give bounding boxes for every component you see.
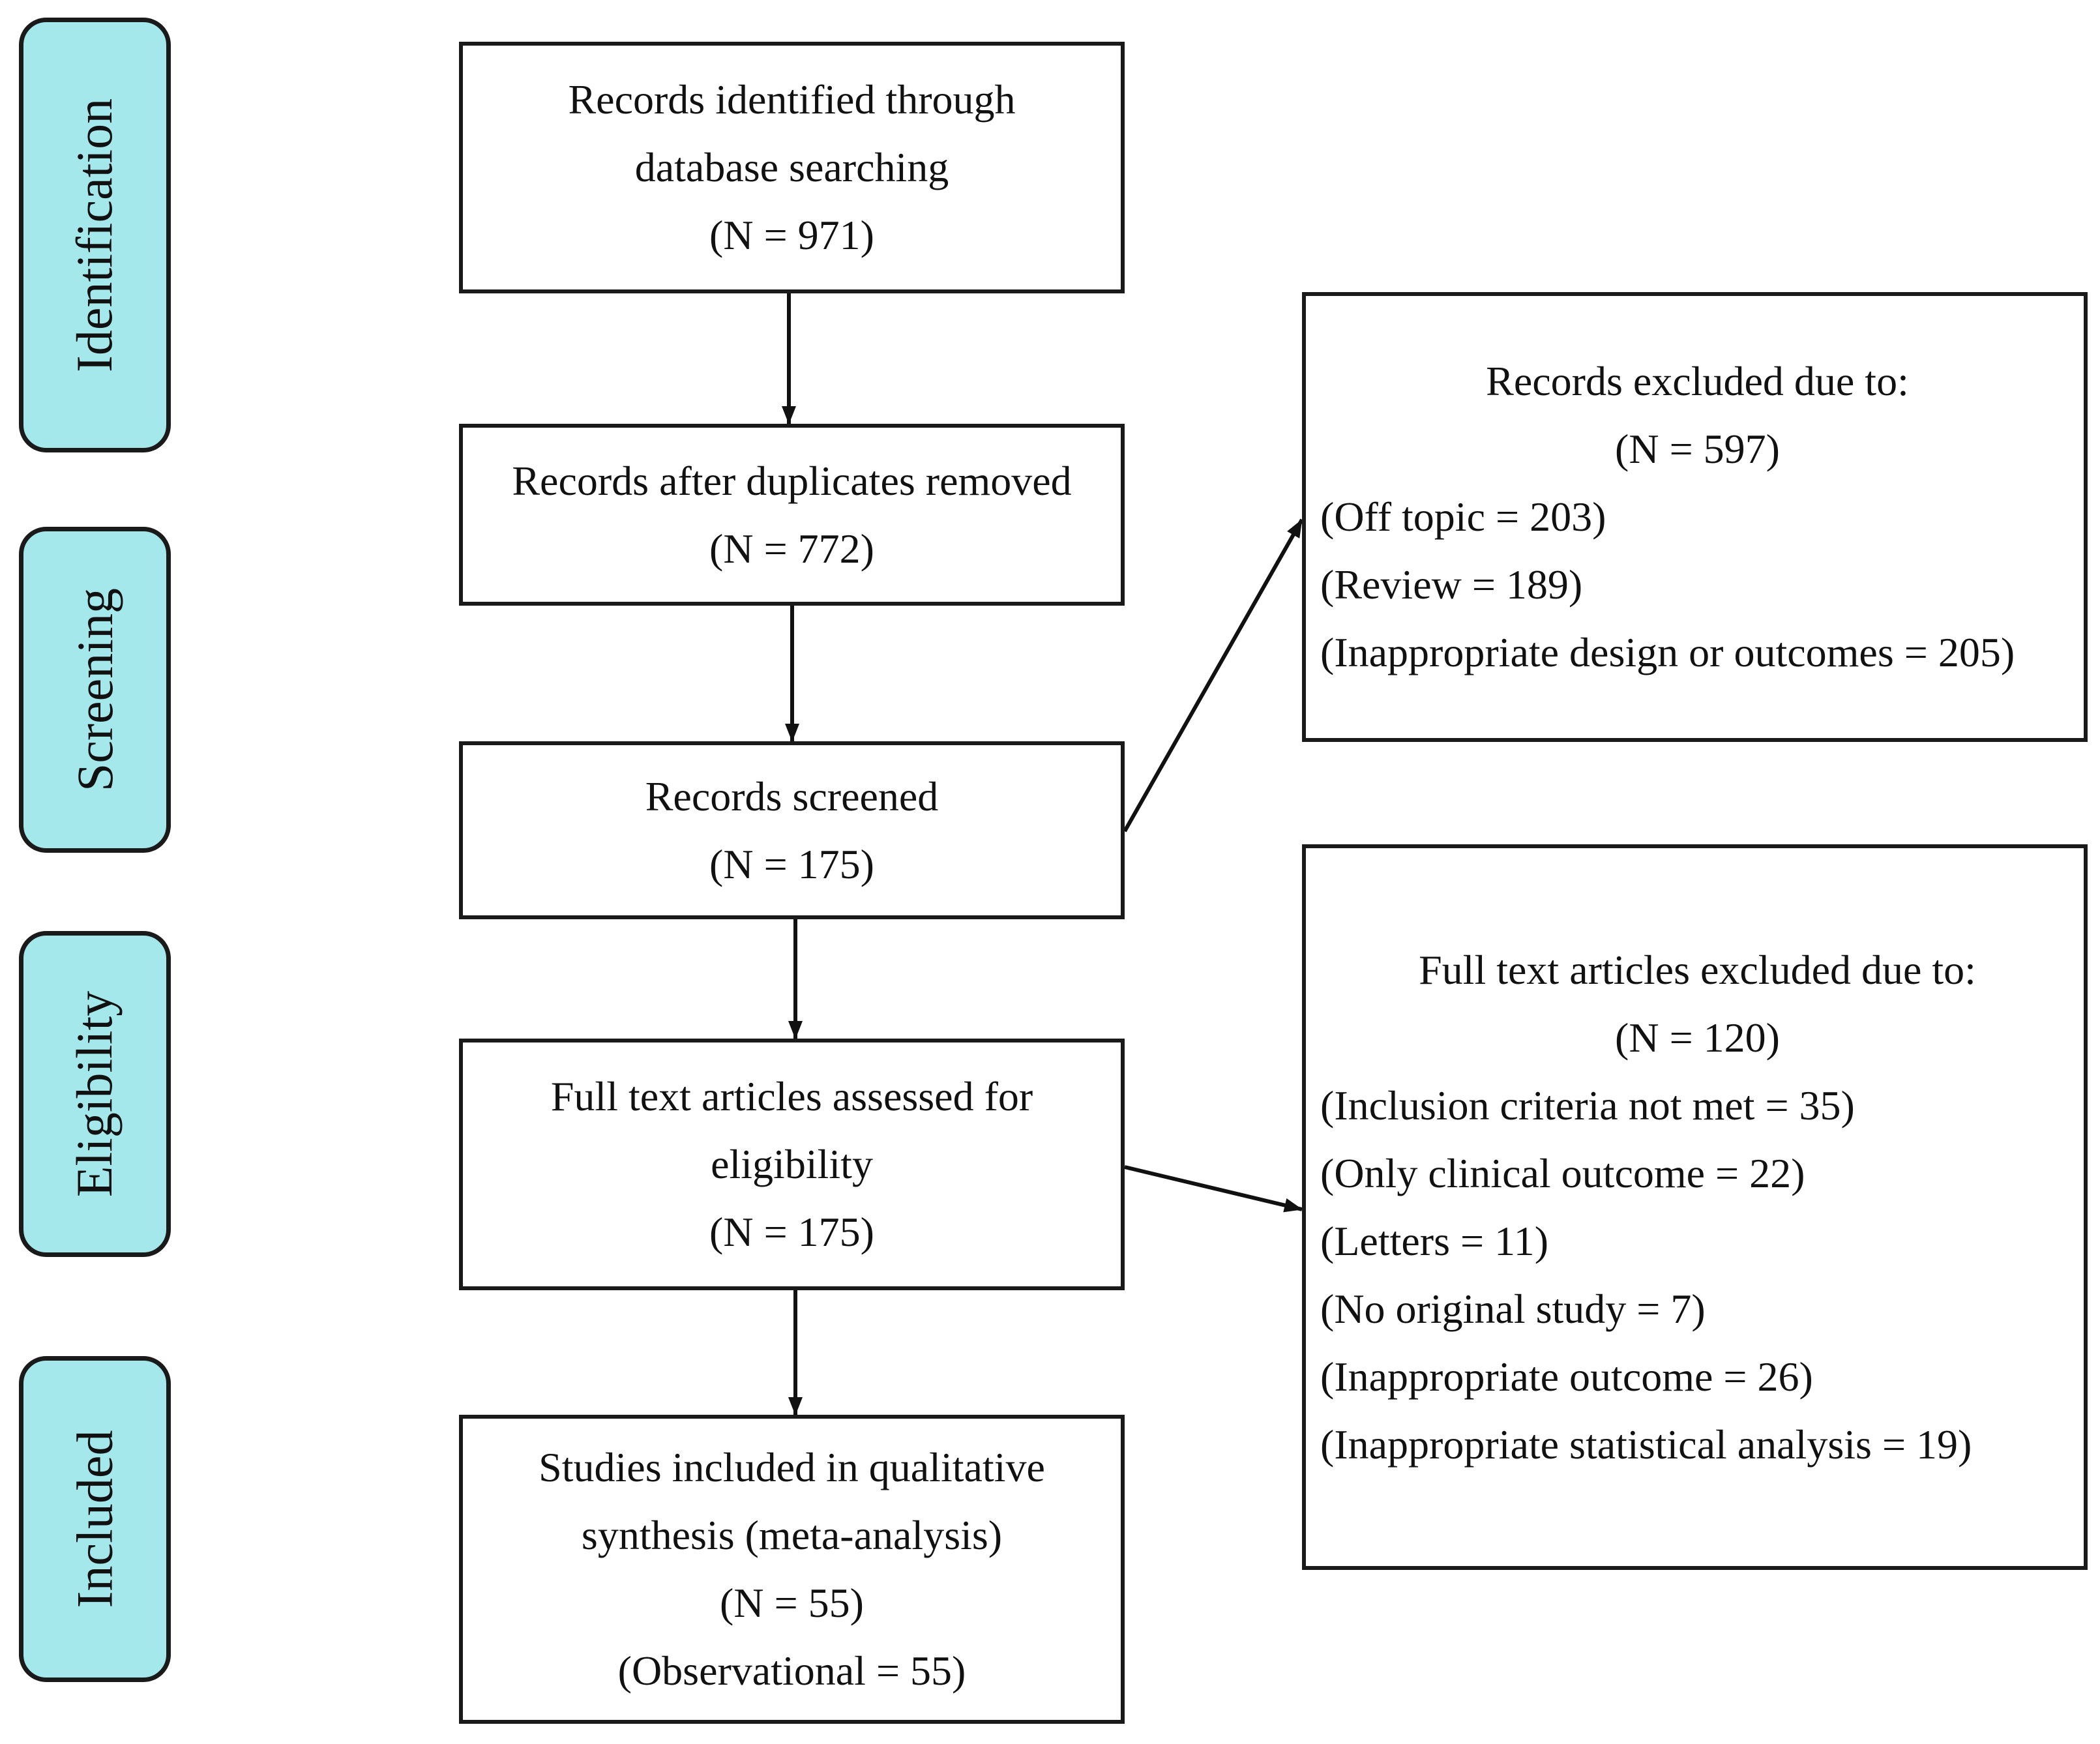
phase-included-label: Included [66,1430,123,1608]
excluded-reason: (Inappropriate statistical analysis = 19… [1320,1421,1972,1468]
phase-identification-label: Identification [66,98,123,372]
box-records-after-duplicates: Records after duplicates removed (N = 77… [459,424,1125,606]
phase-included: Included [19,1356,171,1682]
arrow-screened-to-records-excluded [1123,518,1304,833]
excluded-reason: (Off topic = 203) [1320,494,1606,540]
box-text-line: Full text articles assessed for [550,1073,1033,1119]
excluded-reason: (Only clinical outcome = 22) [1320,1149,1805,1196]
box-full-text-excluded: Full text articles excluded due to: (N =… [1302,844,2088,1570]
excluded-heading: Records excluded due to: [1486,358,1909,404]
excluded-count: (N = 120) [1615,1014,1780,1061]
excluded-reason: (No original study = 7) [1320,1285,1706,1332]
phase-screening: Screening [19,527,171,853]
excluded-reason: (Inappropriate outcome = 26) [1320,1353,1813,1400]
box-text-line: Studies included in qualitative [539,1444,1045,1490]
box-studies-included: Studies included in qualitative synthesi… [459,1415,1125,1724]
box-text-line: eligibility [711,1141,873,1187]
excluded-reason: (Review = 189) [1320,561,1583,608]
excluded-reason: (Letters = 11) [1320,1217,1549,1264]
box-text-line: synthesis (meta-analysis) [581,1512,1003,1558]
box-records-identified: Records identified through database sear… [459,42,1125,293]
box-text-line: (N = 55) [720,1580,864,1626]
box-text-line: Records screened [645,773,939,820]
box-text-line: (N = 971) [709,212,874,258]
excluded-reason: (Inappropriate design or outcomes = 205) [1320,629,2015,675]
box-text-line: (N = 175) [709,1209,874,1255]
box-text-line: (Observational = 55) [617,1648,966,1694]
phase-screening-label: Screening [66,588,123,791]
phase-eligibility: Eligibility [19,931,171,1257]
excluded-count: (N = 597) [1615,426,1780,472]
box-text-line: (N = 175) [709,840,874,887]
box-records-screened: Records screened (N = 175) [459,741,1125,919]
box-text-line: Records after duplicates removed [512,457,1072,504]
phase-eligibility-label: Eligibility [66,990,123,1198]
box-text-line: (N = 772) [709,525,874,572]
box-full-text-assessed: Full text articles assessed for eligibil… [459,1039,1125,1290]
box-text-line: Records identified through [568,76,1016,123]
arrow-fulltext-to-fulltext-excluded [1124,1165,1303,1213]
excluded-reason: (Inclusion criteria not met = 35) [1320,1082,1855,1129]
box-text-line: database searching [634,144,949,190]
excluded-heading: Full text articles excluded due to: [1419,946,1976,993]
phase-identification: Identification [19,18,171,452]
box-records-excluded: Records excluded due to: (N = 597) (Off … [1302,292,2088,742]
